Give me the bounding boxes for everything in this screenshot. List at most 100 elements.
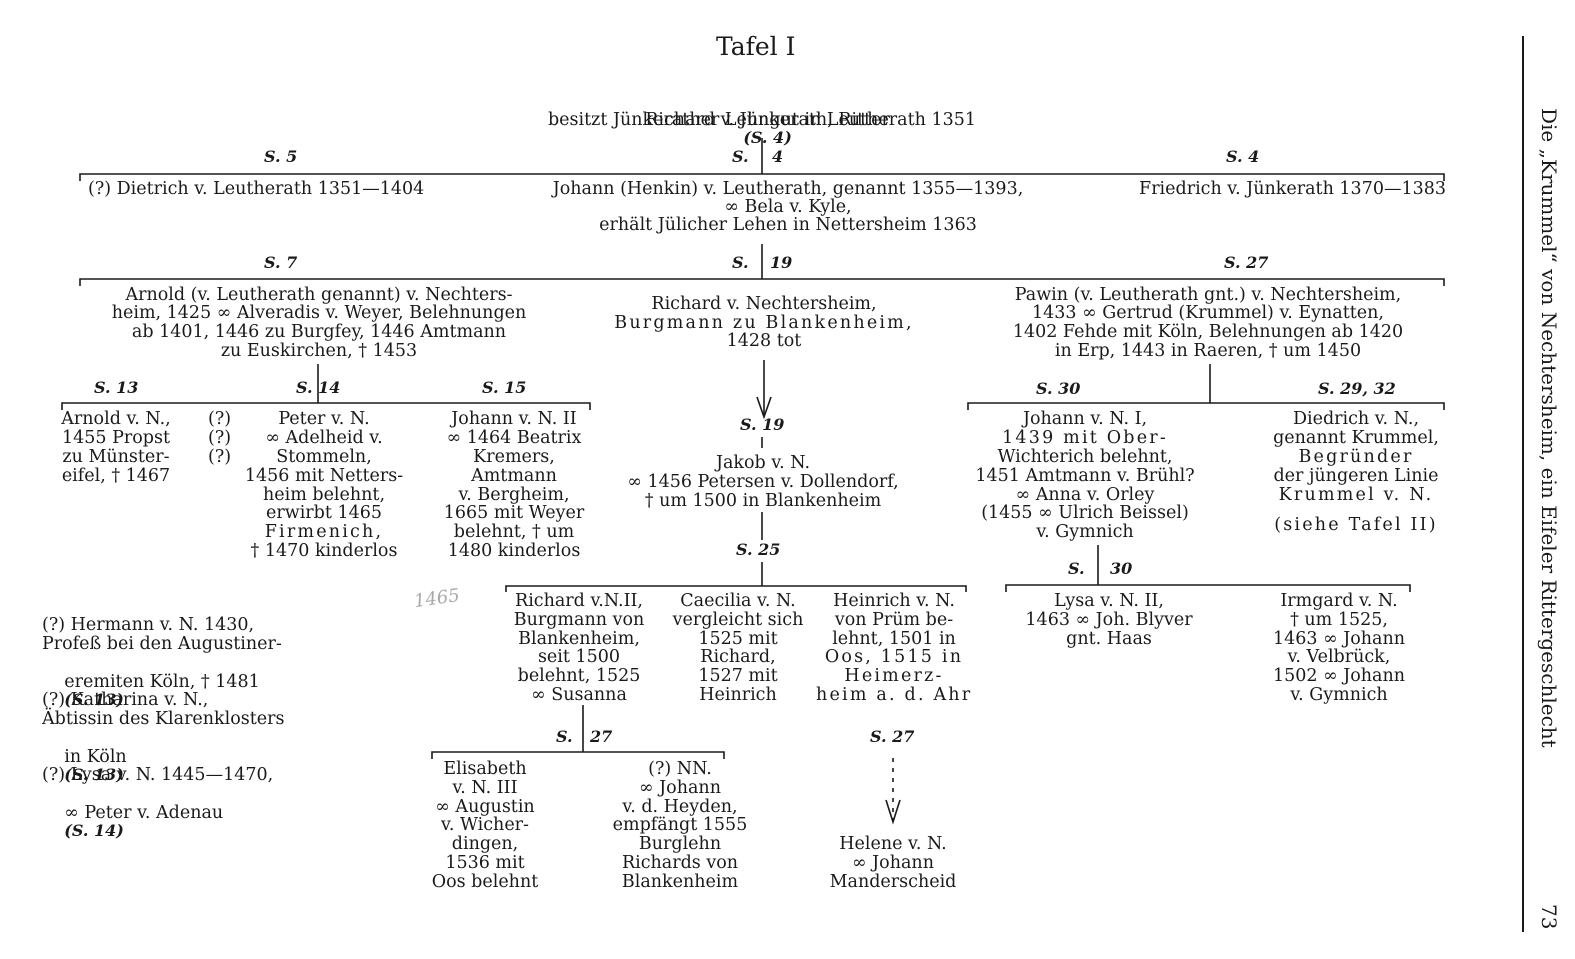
gen4-richard2-line: ∞ Susanna <box>531 685 627 705</box>
gen4-caecilia-line: vergleicht sich <box>672 610 804 630</box>
gen4-heinrich-line: von Prüm be- <box>834 610 954 630</box>
gen2-arnold-line: heim, 1425 ∞ Alveradis v. Weyer, Belehnu… <box>111 303 527 323</box>
gen3-siehe-tafel: (siehe Tafel II) <box>1274 515 1438 535</box>
gen4-heinrich-line: heim a. d. Ahr <box>816 685 973 705</box>
extra-katharina-line: in Köln (S. 13) <box>42 729 127 803</box>
gen5-elisabeth-line: v. N. III <box>452 778 518 798</box>
gen2-richard-line: Burgmann zu Blankenheim, <box>614 313 914 333</box>
gen4-richard2-line: Burgmann von <box>513 610 645 630</box>
extra-hermann-line: Profeß bei den Augustiner- <box>42 634 282 654</box>
gen5-helene-line: ∞ Johann <box>852 853 934 873</box>
gen4-irmgard-line: Irmgard v. N. <box>1280 591 1398 611</box>
extra-hermann-ref: (S. 13) <box>64 690 124 709</box>
extra-lysa-text: ∞ Peter v. Adenau <box>64 802 224 823</box>
gen4-irmgard-line: 1463 ∞ Johann <box>1272 629 1406 649</box>
extra-katharina-line: (?) Katharina v. N., <box>42 690 209 710</box>
gen5-nn-line: Burglehn <box>638 834 722 854</box>
gen4-caecilia-line: Richard, <box>700 647 776 667</box>
gen4-lysa2-line: Lysa v. N. II, <box>1054 591 1164 611</box>
ref-g3-d: S. 19 <box>740 415 785 434</box>
gen3-peter-line: † 1470 kinderlos <box>250 541 398 561</box>
gen3-johann2-line: belehnt, † um <box>453 522 575 542</box>
gen5-nn-line: Blankenheim <box>621 872 739 892</box>
gen3-johann2-line: 1480 kinderlos <box>447 541 581 561</box>
ref-g5-a-s: S. <box>556 727 573 746</box>
gen3-johann1-line: 1439 mit Ober- <box>1002 428 1168 448</box>
ref-g5-a-n: 27 <box>590 727 613 746</box>
gen5-elisabeth-line: dingen, <box>451 834 519 854</box>
gen3-arnold-line: zu Münster- <box>62 447 170 467</box>
gen3-qmark: (?) <box>208 409 232 429</box>
extra-katharina-ref: (S. 13) <box>64 765 124 784</box>
gen4-caecilia-line: Heinrich <box>699 685 777 705</box>
gen0-line2: besitzt Jünkerather Lehngut in Leutherat… <box>547 110 976 130</box>
ref-g1-mid-n: 4 <box>772 147 784 166</box>
gen4-caecilia-line: 1525 mit <box>698 629 778 649</box>
gen5-elisabeth-line: Elisabeth <box>443 759 527 779</box>
gen4-heinrich-line: Heimerz- <box>844 666 944 686</box>
gen2-arnold-line: ab 1401, 1446 zu Burgfey, 1446 Amtmann <box>131 322 507 342</box>
gen5-elisabeth-line: ∞ Augustin <box>435 797 535 817</box>
gen0-richard: Richard v. Jünkerath, Ritter (S. 4) <box>460 92 1064 148</box>
gen2-pawin-line: Pawin (v. Leutherath gnt.) v. Nechtershe… <box>1014 285 1402 305</box>
gen3-diedrich-line: Diedrich v. N., <box>1292 409 1420 429</box>
gen2-pawin-line: 1402 Fehde mit Köln, Belehnungen ab 1420 <box>1012 322 1404 342</box>
gen5-helene-line: Helene v. N. <box>839 834 947 854</box>
extra-katharina-text: in Köln <box>64 746 127 767</box>
bracket-gen4-johann1 <box>1005 584 1411 592</box>
gen3-johann1-line: Johann v. N. I, <box>1022 409 1148 429</box>
gen4-richard2-line: Richard v.N.II, <box>515 591 643 611</box>
gen4-irmgard-line: v. Velbrück, <box>1287 647 1391 667</box>
gen4-heinrich-line: Heinrich v. N. <box>833 591 955 611</box>
gen1-dietrich: (?) Dietrich v. Leutherath 1351—1404 <box>88 179 425 199</box>
ref-g3-b: S. 14 <box>296 378 341 397</box>
extra-lysa-line: (?) Lysa v. N. 1445—1470, <box>42 765 274 785</box>
gen4-lysa2-line: gnt. Haas <box>1066 629 1152 649</box>
bracket-gen4-jakob <box>505 585 967 592</box>
ref-g2-left: S. 7 <box>264 253 298 272</box>
page-title: Tafel I <box>716 32 796 61</box>
running-head: Die „Krummel“ von Nechtersheim, ein Eife… <box>1537 108 1561 748</box>
gen2-arnold-line: zu Euskirchen, † 1453 <box>220 341 418 361</box>
gen3-johann1-line: v. Gymnich <box>1036 522 1134 542</box>
gen4-irmgard-line: 1502 ∞ Johann <box>1272 666 1406 686</box>
gen3-arnold-line: 1455 Propst <box>62 428 170 448</box>
gen3-arnold-line: Arnold v. N., <box>61 409 171 429</box>
gen4-richard2-line: seit 1500 <box>537 647 621 667</box>
gen3-johann1-line: 1451 Amtmann v. Brühl? <box>975 466 1195 486</box>
ref-g3-e: S. 30 <box>1036 379 1081 398</box>
gen3-peter-line: erwirbt 1465 <box>266 503 382 523</box>
gen1-johann-line: erhält Jülicher Lehen in Nettersheim 136… <box>599 215 977 235</box>
gen3-peter-line: Firmenich, <box>264 522 384 542</box>
gen3-peter-line: heim belehnt, <box>262 485 386 505</box>
gen3-johann2-line: ∞ 1464 Beatrix <box>446 428 582 448</box>
gen4-richard2-line: belehnt, 1525 <box>517 666 641 686</box>
gen5-elisabeth-line: v. Wicher- <box>441 815 529 835</box>
extra-hermann-line: eremiten Köln, † 1481 (S. 13) <box>42 654 259 728</box>
gen3-johann2-line: v. Bergheim, <box>458 485 570 505</box>
gen1-friedrich: Friedrich v. Jünkerath 1370—1383 <box>1139 179 1446 199</box>
page-number: 73 <box>1537 904 1561 930</box>
ref-g1-mid-s: S. <box>732 147 749 166</box>
gen2-richard-line: Richard v. Nechtersheim, <box>651 294 877 314</box>
gen4-irmgard-line: † um 1525, <box>1290 610 1388 630</box>
gen4-caecilia-line: 1527 mit <box>698 666 778 686</box>
gen3-jakob-line: ∞ 1456 Petersen v. Dollendorf, <box>627 472 899 492</box>
ref-g5-b: S. 27 <box>870 727 915 746</box>
gen3-jakob-line: Jakob v. N. <box>715 453 811 473</box>
ref-g2-mid-n: 19 <box>770 253 793 272</box>
gen4-heinrich-line: Oos, 1515 in <box>824 647 964 667</box>
gen3-peter-line: Peter v. N. <box>278 409 370 429</box>
gen3-peter-line: ∞ Adelheid v. <box>265 428 383 448</box>
bracket-gen3-left <box>61 402 591 410</box>
gen3-diedrich-line: Begründer <box>1298 447 1414 467</box>
gen4-caecilia-line: Caecilia v. N. <box>680 591 796 611</box>
gen3-peter-line: 1456 mit Netters- <box>244 466 404 486</box>
gen2-pawin-line: in Erp, 1443 in Raeren, † um 1450 <box>1054 341 1362 361</box>
extra-lysa-ref: (S. 14) <box>64 821 124 840</box>
gen4-heinrich-line: lehnt, 1501 in <box>832 629 956 649</box>
gen3-diedrich-line: Krummel v. N. <box>1278 485 1434 505</box>
gen3-peter-line: Stommeln, <box>276 447 372 467</box>
gen5-elisabeth-line: Oos belehnt <box>431 872 539 892</box>
